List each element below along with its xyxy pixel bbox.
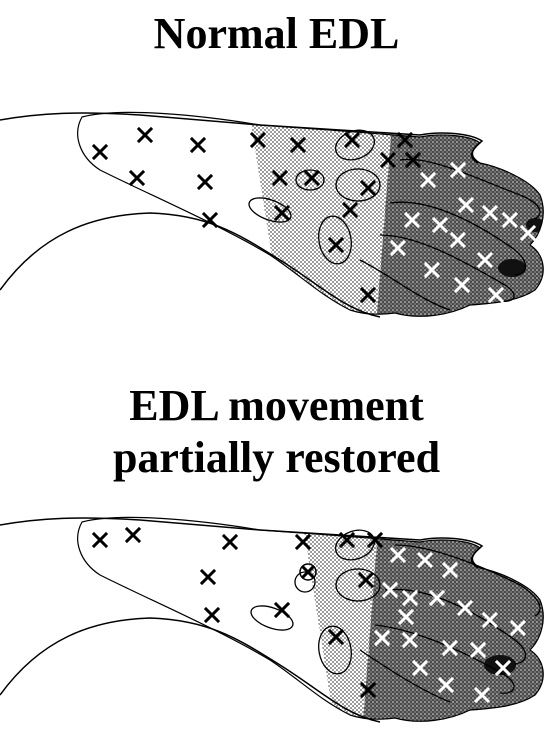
title-partially-restored: partially restored [0, 432, 553, 484]
paw-shading [0, 505, 553, 740]
paw-diagram-partially-restored [0, 505, 553, 740]
title-edl-movement: EDL movement [0, 380, 553, 432]
dark-stipple-region [375, 85, 553, 340]
paw-diagram-normal [0, 85, 553, 340]
black-region [498, 259, 526, 277]
paw-shading [0, 85, 553, 340]
title-normal-edl: Normal EDL [0, 8, 553, 60]
